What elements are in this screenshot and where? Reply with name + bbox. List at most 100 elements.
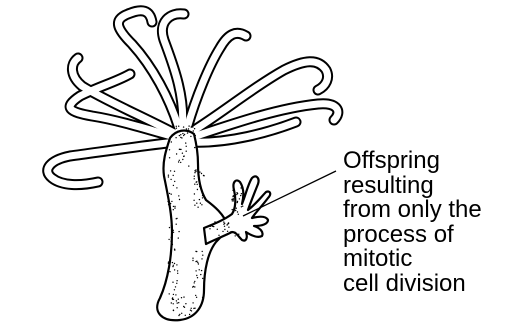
stipple-dot: [196, 275, 197, 276]
stipple-dot: [172, 266, 173, 267]
stipple-dot: [236, 208, 237, 209]
stipple-dot: [175, 294, 176, 295]
stipple-dot: [169, 271, 170, 272]
stipple-dot: [199, 269, 200, 270]
stipple-dot: [174, 206, 175, 207]
stipple-dot: [231, 199, 232, 200]
stipple-dot: [171, 225, 172, 226]
stipple-dot: [171, 141, 172, 142]
stipple-dot: [236, 194, 237, 195]
stipple-dot: [209, 228, 210, 229]
stipple-dot: [233, 195, 234, 196]
stipple-dot: [195, 270, 196, 271]
stipple-dot: [228, 227, 229, 228]
stipple-dot: [190, 136, 191, 137]
stipple-dot: [195, 295, 196, 296]
stipple-dot: [173, 209, 174, 210]
stipple-dot: [183, 126, 184, 127]
stipple-dot: [178, 195, 179, 196]
stipple-dot: [179, 149, 180, 150]
stipple-dot: [174, 171, 175, 172]
stipple-dot: [173, 303, 174, 304]
stipple-dot: [203, 175, 204, 176]
stipple-dot: [172, 262, 173, 263]
stipple-dot: [224, 223, 225, 224]
stipple-dot: [194, 128, 195, 129]
stipple-dot: [173, 232, 174, 233]
stipple-dot: [185, 142, 186, 143]
stipple-dot: [199, 199, 200, 200]
stipple-dot: [194, 281, 195, 282]
stipple-dot: [200, 274, 201, 275]
stipple-dot: [201, 204, 202, 205]
stipple-dot: [169, 157, 170, 158]
stipple-dot: [170, 241, 171, 242]
stipple-dot: [174, 263, 175, 264]
stipple-dot: [198, 263, 199, 264]
stipple-dot: [194, 178, 195, 179]
stipple-dot: [193, 200, 194, 201]
stipple-dot: [194, 308, 195, 309]
stipple-dot: [171, 201, 172, 202]
stipple-dot: [179, 135, 180, 136]
stipple-dot: [193, 134, 194, 135]
stipple-dot: [196, 251, 197, 252]
stipple-dot: [176, 264, 177, 265]
stipple-dot: [191, 126, 192, 127]
stipple-dot: [178, 302, 179, 303]
stipple-dot: [176, 283, 177, 284]
stipple-dot: [178, 126, 179, 127]
stipple-dot: [188, 165, 189, 166]
stipple-dot: [174, 269, 175, 270]
stipple-dot: [188, 125, 189, 126]
stipple-dot: [171, 237, 172, 238]
stipple-dot: [168, 239, 169, 240]
stipple-dot: [181, 137, 182, 138]
stipple-dot: [232, 200, 233, 201]
stipple-dot: [179, 199, 180, 200]
stipple-dot: [185, 303, 186, 304]
stipple-dot: [198, 174, 199, 175]
stipple-dot: [173, 175, 174, 176]
stipple-dot: [211, 225, 212, 226]
stipple-dot: [188, 130, 189, 131]
stipple-dot: [176, 300, 177, 301]
stipple-dot: [196, 297, 197, 298]
stipple-dot: [168, 263, 169, 264]
stipple-dot: [183, 296, 184, 297]
stipple-dot: [178, 237, 179, 238]
stipple-dot: [201, 173, 202, 174]
stipple-dot: [183, 306, 184, 307]
stipple-dot: [241, 193, 242, 194]
stipple-dot: [168, 261, 169, 262]
stipple-dot: [241, 206, 242, 207]
stipple-dot: [177, 307, 178, 308]
stipple-dot: [182, 159, 183, 160]
stipple-dot: [174, 249, 175, 250]
stipple-dot: [194, 205, 195, 206]
stipple-dot: [174, 181, 175, 182]
stipple-dot: [201, 270, 202, 271]
label-line-3: from only the: [343, 198, 482, 223]
stipple-dot: [242, 206, 243, 207]
stipple-dot: [167, 201, 168, 202]
stipple-dot: [175, 137, 176, 138]
stipple-dot: [182, 153, 183, 154]
stipple-dot: [202, 197, 203, 198]
stipple-dot: [233, 198, 234, 199]
stipple-dot: [181, 130, 182, 131]
stipple-dot: [238, 214, 239, 215]
stipple-dot: [176, 128, 177, 129]
stipple-dot: [175, 286, 176, 287]
stipple-dot: [202, 195, 203, 196]
stipple-dot: [176, 224, 177, 225]
stipple-dot: [171, 302, 172, 303]
stipple-dot: [210, 225, 211, 226]
stipple-dot: [182, 133, 183, 134]
stipple-dot: [238, 234, 239, 235]
stipple-dot: [170, 170, 171, 171]
stipple-dot: [169, 193, 170, 194]
stipple-dot: [170, 203, 171, 204]
stipple-dot: [173, 294, 174, 295]
stipple-dot: [197, 262, 198, 263]
